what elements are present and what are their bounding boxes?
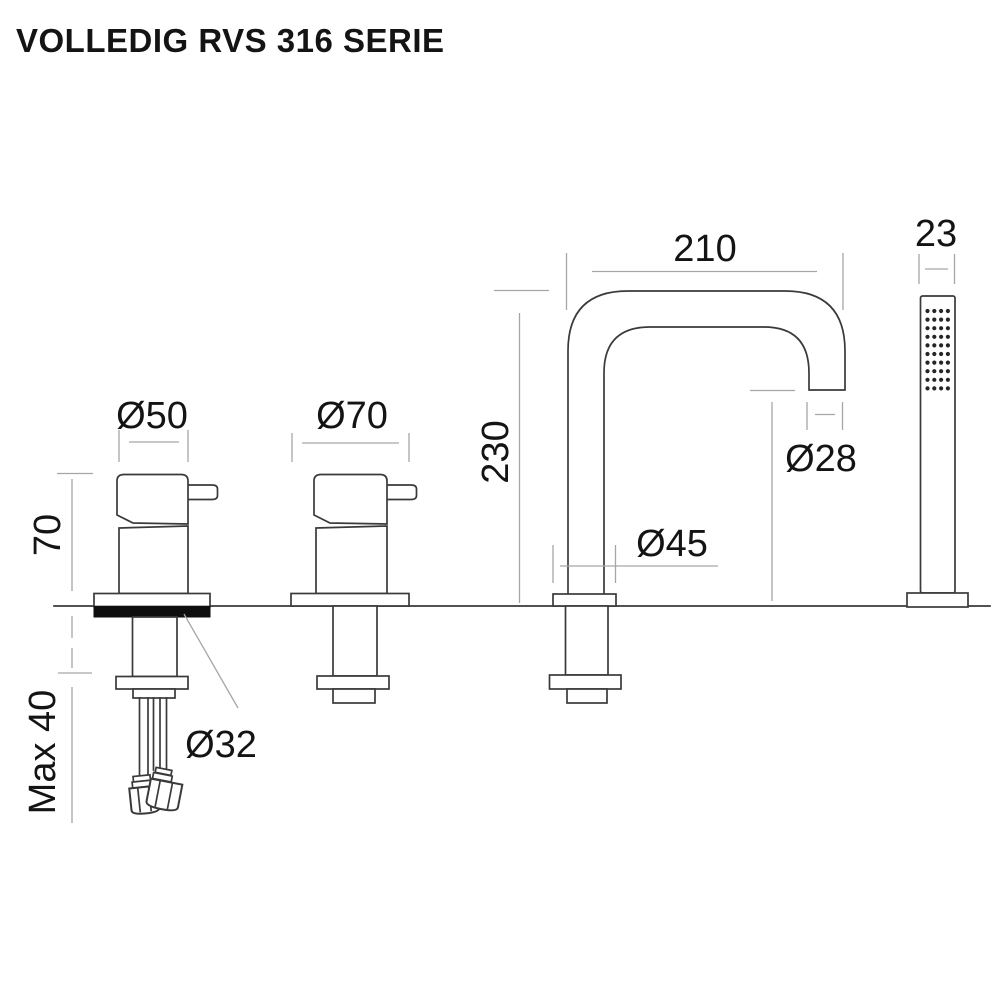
handshower-base (906, 592, 969, 608)
valve1-shank (131, 616, 178, 678)
page-title: VOLLEDIG RVS 316 SERIE (16, 22, 445, 59)
valve2-nut (316, 675, 390, 690)
valve1-handle (116, 473, 189, 525)
handshower-body (919, 295, 956, 594)
dim-spout-outlet-diameter: Ø28 (750, 389, 857, 601)
dim-valve2-diameter: Ø70 (291, 395, 410, 462)
valve1-baseplate (93, 592, 211, 608)
valve1-body (118, 525, 189, 595)
spout-drawing (548, 290, 846, 704)
label-spout-outlet-diameter: Ø28 (785, 438, 857, 480)
valve2-handle (313, 473, 388, 525)
spray-dots (925, 308, 951, 391)
dim-mounting-hole: Ø32 (183, 613, 257, 766)
dim-body-height: 70 (27, 472, 93, 591)
dim-spout-height: 230 (475, 289, 549, 603)
valve2-body (315, 525, 388, 595)
label-spout-reach: 210 (673, 228, 736, 270)
valve2-baseplate (290, 592, 410, 607)
dim-spout-base-diameter: Ø45 (552, 523, 718, 583)
valve2-lever (385, 484, 418, 501)
valve1-gasket (93, 606, 211, 618)
valve2-drawing (290, 473, 418, 704)
valve2-tail (332, 688, 376, 704)
label-valve2-diameter: Ø70 (316, 395, 388, 437)
label-handshower-diameter: 23 (915, 213, 957, 255)
valve2-shank (332, 605, 378, 677)
valve1-lever (186, 484, 219, 501)
dim-max-deck-thickness: Max 40 (22, 616, 92, 823)
spout-tail (566, 688, 608, 704)
spout-pipe (567, 290, 846, 605)
label-body-height: 70 (27, 514, 69, 556)
spout-flange (552, 593, 617, 607)
valve1-hoses (128, 697, 184, 815)
spout-nut (548, 674, 622, 690)
spout-shank (564, 605, 609, 676)
hose-fitting-right (145, 766, 184, 812)
label-valve1-diameter: Ø50 (116, 395, 188, 437)
valve1-nut (115, 675, 189, 690)
label-spout-height: 230 (475, 420, 517, 483)
label-max-deck-thickness: Max 40 (22, 690, 64, 815)
dim-valve1-diameter: Ø50 (116, 395, 189, 462)
dim-spout-reach: 210 (565, 228, 844, 310)
valve1-tail (132, 688, 176, 699)
label-spout-base-diameter: Ø45 (636, 523, 708, 565)
label-mounting-hole-diameter: Ø32 (185, 724, 257, 766)
valve1-drawing (93, 473, 219, 815)
dim-handshower-diameter: 23 (915, 213, 957, 284)
handshower-drawing (906, 295, 969, 608)
